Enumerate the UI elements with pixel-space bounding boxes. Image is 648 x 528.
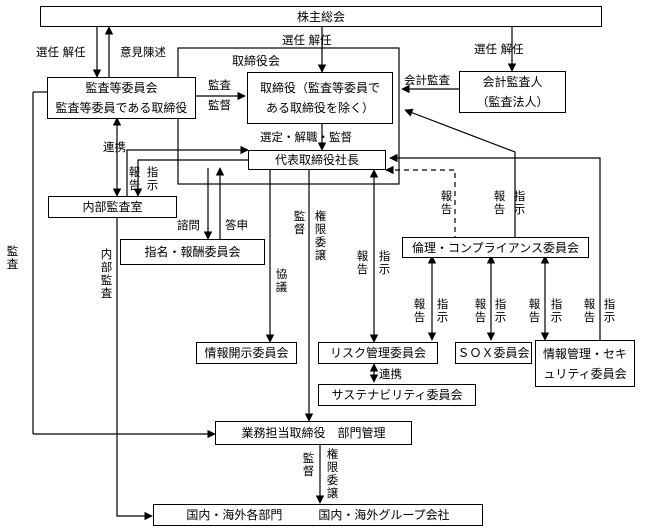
instruct-label-e4: 指示 xyxy=(603,297,616,324)
elect-dismiss-label-left: 選任 解任 xyxy=(36,45,86,59)
select-dismiss-label: 選定・解職・監督 xyxy=(260,130,352,144)
instruct-label-4: 指示 xyxy=(513,189,526,216)
advise-label: 答申 xyxy=(225,218,248,232)
opinion-label: 意見陳述 xyxy=(120,45,166,59)
board-frame-title: 取締役会 xyxy=(232,54,281,68)
infosec-arrow xyxy=(389,153,601,340)
audit-left-label: 監査 xyxy=(6,244,19,271)
internal-audit-label: 内部監査 xyxy=(100,247,113,300)
consult-label: 諮問 xyxy=(177,218,200,232)
report-label-3: 報告 xyxy=(440,189,453,216)
report-label-e4: 報告 xyxy=(583,297,596,324)
business-directors-box: 業務担当取締役 部門管理 xyxy=(215,421,412,445)
accounting-auditor-box: 会計監査人 （監査法人） xyxy=(459,71,566,113)
supervise-label-v2: 監督 xyxy=(302,451,315,478)
sox-committee-box: ＳＯＸ委員会 xyxy=(455,342,532,364)
supervise-label-v: 監督 xyxy=(293,209,306,236)
internal-audit-line xyxy=(116,218,153,521)
representative-director-box: 代表取締役社長 xyxy=(248,150,386,170)
instruct-label-e2: 指示 xyxy=(494,297,507,324)
supervise-label: 監督 xyxy=(208,98,231,112)
directors-line1: 取締役（監査等委員で xyxy=(259,81,380,95)
authority-label: 権限委譲 xyxy=(314,209,327,262)
accounting-auditor-line2: （監査法人） xyxy=(476,95,549,109)
audit-label: 監査 xyxy=(208,78,231,92)
internal-audit-box: 内部監査室 xyxy=(48,196,177,218)
infosec-committee-box: 情報管理・セキ ュリティ委員会 xyxy=(535,340,635,387)
audit-committee-title: 監査等委員会 xyxy=(85,81,158,95)
instruct-internal-arrow xyxy=(133,159,248,197)
instruct-label-e3: 指示 xyxy=(550,297,563,324)
directors-box: 取締役（監査等委員で ある取締役を除く） xyxy=(247,72,393,124)
report-label-2: 報告 xyxy=(356,249,369,276)
directors-line2: ある取締役を除く） xyxy=(265,101,374,115)
audit-committee-box: 監査等委員会 監査等委員である取締役 xyxy=(47,77,196,119)
accounting-audit-label: 会計監査 xyxy=(404,73,450,87)
infosec-line1: 情報管理・セキ xyxy=(542,346,627,361)
consultation-label: 協議 xyxy=(275,267,288,294)
cooperation-label: 連携 xyxy=(103,140,126,154)
elect-dismiss-label-right: 選任 解任 xyxy=(474,42,524,56)
report-label-e1: 報告 xyxy=(413,297,426,324)
domestic-overseas-box: 国内・海外各部門 国内・海外グループ会社 xyxy=(153,504,483,526)
shareholders-box: 株主総会 xyxy=(40,6,602,27)
audit-committee-subtitle: 監査等委員である取締役 xyxy=(55,101,188,115)
infosec-line2: ュリティ委員会 xyxy=(543,366,627,381)
authority-label-2: 権限委譲 xyxy=(326,447,339,500)
disclosure-committee-box: 情報開示委員会 xyxy=(196,342,297,364)
instruct-label-e1: 指示 xyxy=(436,297,449,324)
report-label-e3: 報告 xyxy=(528,297,541,324)
nomination-committee-box: 指名・報酬委員会 xyxy=(120,239,265,265)
report-label-e2: 報告 xyxy=(474,297,487,324)
accounting-auditor-line1: 会計監査人 xyxy=(482,75,543,89)
ethics-board-arrow xyxy=(404,108,516,237)
report-label-1: 報告 xyxy=(128,165,141,192)
report-label-4: 報告 xyxy=(493,189,506,216)
instruct-label-2: 指示 xyxy=(378,249,391,276)
cooperation-label-2: 連携 xyxy=(379,367,402,381)
risk-committee-box: リスク管理委員会 xyxy=(318,342,438,364)
instruct-label-1: 指示 xyxy=(146,165,159,192)
ethics-dashed-arrow xyxy=(385,165,456,237)
sustainability-committee-box: サステナビリティ委員会 xyxy=(318,384,476,406)
report-internal-arrow xyxy=(126,145,249,196)
elect-dismiss-label-center: 選任 解任 xyxy=(282,33,332,47)
ethics-committee-box: 倫理・コンプライアンス委員会 xyxy=(402,237,589,258)
